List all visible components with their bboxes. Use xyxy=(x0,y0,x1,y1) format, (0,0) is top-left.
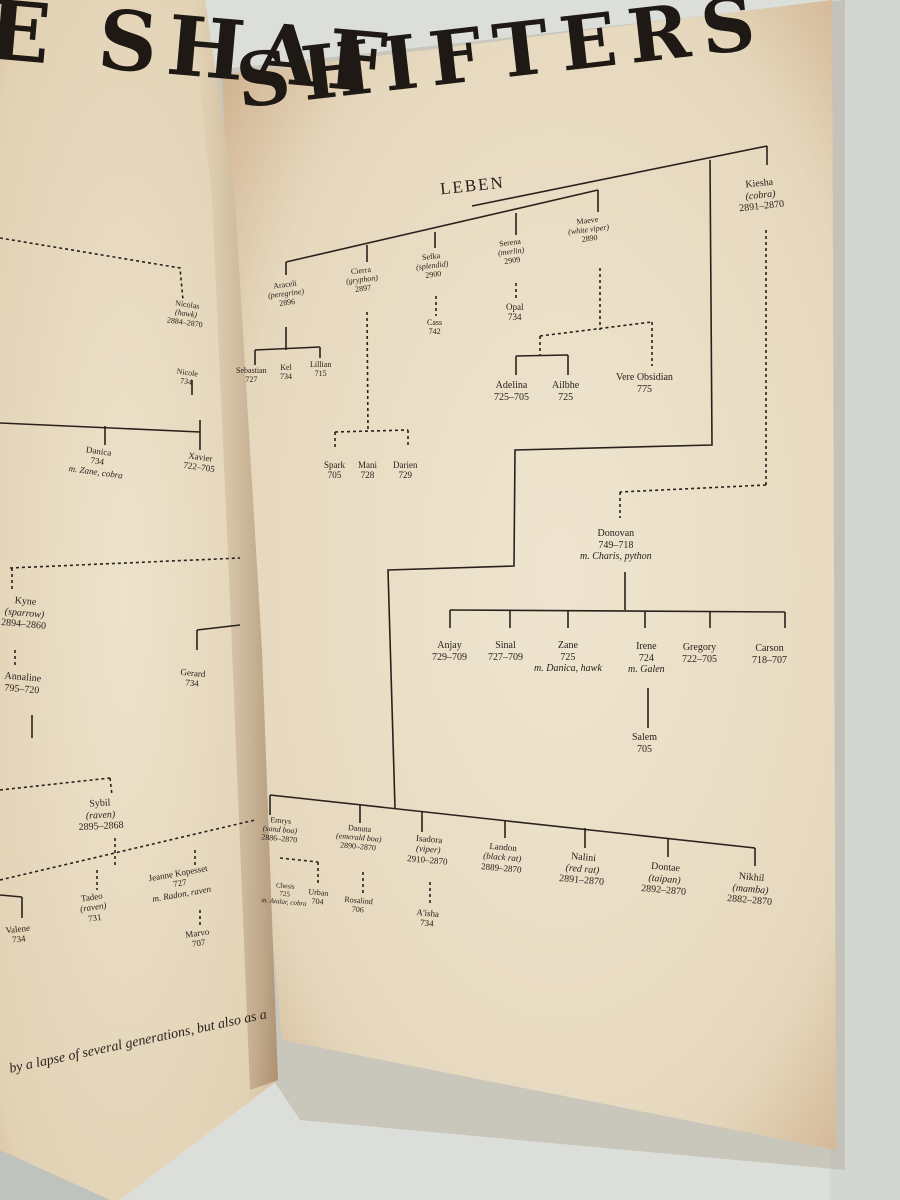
person-marvo: Marvo 707 xyxy=(185,926,212,950)
person-name: Carson xyxy=(755,643,784,654)
person-dates: 2895–2868 xyxy=(78,819,124,834)
person-dates: 705 xyxy=(637,743,652,755)
right-page xyxy=(222,0,836,1150)
person-carson: Carson 718–707 xyxy=(752,643,787,666)
person-dates: 722–705 xyxy=(682,653,717,665)
person-valene: Valene 734 xyxy=(5,923,32,946)
person-ailbhe: Ailbhe 725 xyxy=(552,380,579,403)
person-name: Lillian xyxy=(310,360,332,369)
person-name: Kel xyxy=(280,363,292,372)
person-spouse: m. Galen xyxy=(628,664,665,675)
person-dates: 718–707 xyxy=(752,654,787,666)
person-nicole: Nicole 734 xyxy=(175,367,198,388)
person-dates: 705 xyxy=(327,470,342,481)
person-dates: 724 xyxy=(638,652,654,664)
person-spouse: m. Danica, hawk xyxy=(534,663,602,674)
person-opal: Opal 734 xyxy=(506,302,524,323)
person-serena: Serena (merlin) 2909 xyxy=(496,237,525,268)
person-nikhil: Nikhil (mamba) 2882–2870 xyxy=(727,870,775,908)
person-gregory: Gregory 722–705 xyxy=(682,642,717,665)
person-spark: Spark 705 xyxy=(324,460,345,481)
person-donovan: Donovan 749–718 m. Charis, python xyxy=(580,528,652,563)
person-dates: 704 xyxy=(311,896,324,907)
person-zane: Zane 725 m. Danica, hawk xyxy=(534,640,602,675)
person-araceli: Araceli (peregrine) 2896 xyxy=(266,278,305,310)
person-dates: 734 xyxy=(508,312,522,323)
person-dates: 734 xyxy=(280,372,292,382)
person-name: Salem xyxy=(632,732,657,743)
person-name: Opal xyxy=(506,302,524,312)
person-dates: 734 xyxy=(184,677,200,689)
person-sybil: Sybil (raven) 2895–2868 xyxy=(77,797,124,834)
person-dates: 715 xyxy=(314,369,327,379)
person-name: Zane xyxy=(557,640,578,651)
person-maeve: Maeve (white viper) 2890 xyxy=(566,214,610,246)
person-dates: 742 xyxy=(428,327,441,337)
person-name: Cass xyxy=(427,318,443,327)
person-kel: Kel 734 xyxy=(280,363,292,381)
person-kyne: Kyne (sparrow) 2894–2860 xyxy=(1,594,49,632)
person-adelina: Adelina 725–705 xyxy=(494,380,529,403)
person-xavier: Xavier 722–705 xyxy=(183,450,217,475)
person-dates: 727–709 xyxy=(488,651,523,663)
person-darien: Darien 729 xyxy=(393,460,418,481)
person-tadeo: Tadeo (raven) 731 xyxy=(78,890,109,924)
person-name: Spark xyxy=(324,460,345,470)
person-dates: 734 xyxy=(419,917,435,929)
person-mani: Mani 728 xyxy=(358,460,377,481)
person-dates: 725 xyxy=(560,651,576,663)
person-spouse: m. Charis, python xyxy=(580,551,652,562)
person-urban: Urban 704 xyxy=(307,887,329,907)
person-anjay: Anjay 729–709 xyxy=(432,640,467,663)
person-dates: 727 xyxy=(245,375,258,385)
person-landon: Landon (black rat) 2889–2870 xyxy=(481,840,524,875)
person-chesis: Chesis 725 m. Atalar, cobra xyxy=(261,880,308,908)
person-dates: 775 xyxy=(636,383,652,395)
person-nalini: Nalini (red rat) 2891–2870 xyxy=(559,850,607,888)
person-annaline: Annaline 795–720 xyxy=(3,670,42,696)
person-name: Mani xyxy=(358,460,377,470)
person-dates: 749–718 xyxy=(598,539,634,551)
person-dates: 725–705 xyxy=(494,391,529,403)
person-name: Donovan xyxy=(597,528,635,539)
person-lillian: Lillian 715 xyxy=(310,360,331,378)
person-name: Adelina xyxy=(495,380,528,391)
person-cierra: Cierra (gryphon) 2897 xyxy=(344,264,379,295)
person-name: Ailbhe xyxy=(552,380,580,391)
person-sinal: Sinal 727–709 xyxy=(488,640,523,663)
person-aisha: A'isha 734 xyxy=(415,907,439,930)
person-irene: Irene 724 m. Galen xyxy=(628,641,665,676)
person-dates: 729 xyxy=(398,470,413,481)
person-cass: Cass 742 xyxy=(427,318,442,336)
person-salem: Salem 705 xyxy=(632,732,657,755)
person-sebastian: Sebastian 727 xyxy=(236,366,267,384)
person-name: Vere Obsidian xyxy=(616,372,673,383)
person-isadora: Isadora (viper) 2910–2870 xyxy=(407,832,450,866)
person-sefka: Sefka (splendid) 2900 xyxy=(414,250,450,281)
person-name: Gregory xyxy=(682,642,717,653)
person-danuta: Danuta (emerald boa) 2890–2870 xyxy=(335,822,383,853)
person-name: Anjay xyxy=(437,640,462,651)
person-emrys: Emrys (sand boa) 2886–2870 xyxy=(261,814,299,845)
person-gerard: Gerard 734 xyxy=(179,667,206,690)
person-name: Sinal xyxy=(495,640,516,651)
person-dates: 728 xyxy=(360,470,375,481)
person-dontae: Dontae (taipan) 2892–2870 xyxy=(641,860,689,898)
person-name: Sebastian xyxy=(236,366,267,375)
person-dates: 725 xyxy=(558,391,574,403)
person-dates: 729–709 xyxy=(432,651,467,663)
person-name: Irene xyxy=(636,641,657,652)
left-page xyxy=(0,0,278,1200)
person-vere-obsidian: Vere Obsidian 775 xyxy=(616,372,673,395)
person-nicolas: Nicolas (hawk) 2884–2870 xyxy=(166,298,205,330)
person-kiesha: Kiesha (cobra) 2891–2870 xyxy=(736,176,785,215)
person-name: Darien xyxy=(393,460,418,470)
person-rosalind: Rosalind 706 xyxy=(343,895,373,916)
